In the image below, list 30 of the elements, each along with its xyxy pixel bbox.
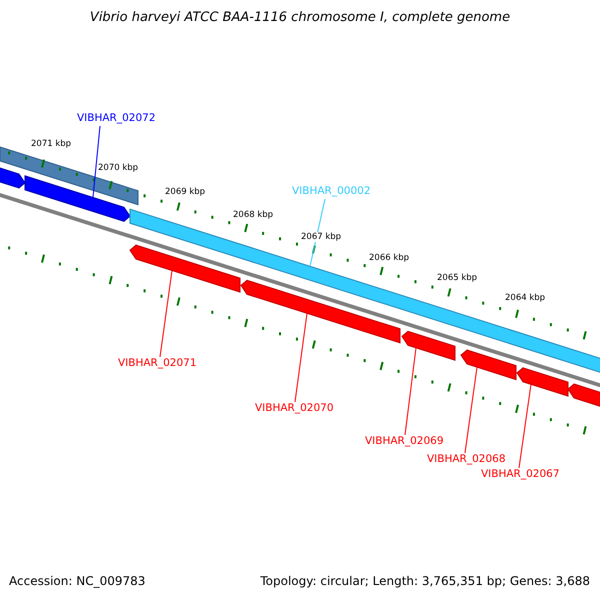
tick-label: 2070 kbp (98, 163, 138, 173)
gene-label: VIBHAR_02070 (255, 402, 334, 414)
gene-feature (129, 244, 240, 293)
leader-line (404, 347, 416, 436)
gene-label: VIBHAR_02071 (118, 357, 197, 369)
leader-line (518, 384, 532, 468)
gene-label: VIBHAR_02067 (481, 468, 560, 480)
leader-line (294, 312, 308, 402)
tick-label: 2071 kbp (31, 139, 72, 149)
footer-text: Accession: NC_009783 (9, 574, 146, 588)
gene-label: VIBHAR_00002 (292, 185, 371, 197)
tick-label: 2064 kbp (505, 293, 546, 303)
tick-label: 2069 kbp (165, 187, 206, 197)
title: Vibrio harveyi ATCC BAA-1116 chromosome I, complete genome (88, 10, 512, 25)
tick-label: 2067 kbp (301, 232, 342, 242)
gene-label: VIBHAR_02069 (365, 435, 444, 447)
gene-feature (240, 280, 400, 344)
gene-feature (516, 367, 568, 397)
leader-line (464, 366, 478, 454)
leader-line (160, 270, 172, 358)
gene-label: VIBHAR_02072 (77, 112, 156, 124)
gene-feature (460, 349, 516, 380)
tick-label: 2065 kbp (437, 273, 478, 283)
leader-line (92, 126, 100, 198)
footer-text: Topology: circular; Length: 3,765,351 bp; Genes: 3,688 (260, 574, 590, 588)
gene-feature (24, 175, 131, 222)
gene-feature (401, 330, 456, 361)
tick-label: 2066 kbp (369, 253, 410, 263)
tick-label: 2068 kbp (233, 210, 274, 220)
gene-label: VIBHAR_02068 (427, 453, 506, 465)
